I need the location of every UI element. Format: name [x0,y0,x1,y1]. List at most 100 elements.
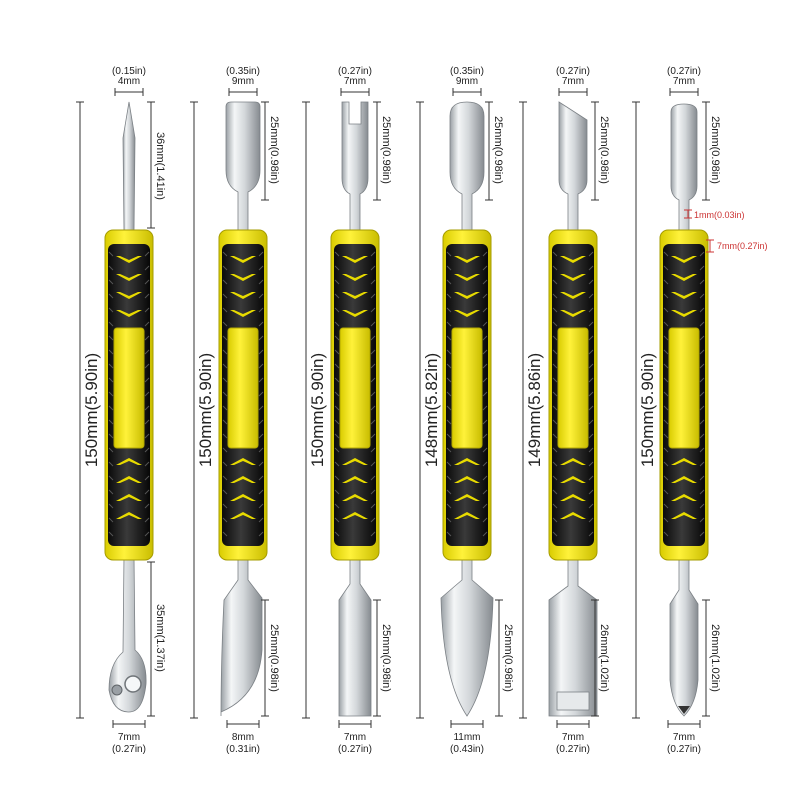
grip-ridge [370,447,376,453]
grip-ridge [699,405,705,411]
grip-ridge [334,489,340,495]
bottom-width-in-label: (0.31in) [226,744,260,755]
grip-chevron [116,476,142,483]
grip-ridge [588,335,594,341]
bottom-tip-flat [338,555,372,717]
grip-ridge [552,447,558,453]
grip-ridge [699,475,705,481]
grip-ridge [552,265,558,271]
grip-ridge [663,419,669,425]
grip-ridge [222,433,228,439]
top-length-label: 25mm(0.98in) [709,116,721,184]
grip-ridge [108,489,114,495]
grip-ridge [482,377,488,383]
grip-ridge [552,293,558,299]
grip-ridge [588,307,594,313]
top-width-in-label: (0.35in) [226,66,260,77]
grip-ridge [552,489,558,495]
grip-ridge [588,279,594,285]
grip-ridge [108,433,114,439]
grip-ridge [588,293,594,299]
grip-chevron [116,458,142,465]
grip-chevron [342,512,368,519]
grip-ridge [334,321,340,327]
grip-ridge [334,461,340,467]
grip-ridge [258,307,264,313]
grip-ridge [663,335,669,341]
grip-ridge [699,419,705,425]
grip-ridge [588,391,594,397]
grip-ridge [446,363,452,369]
grip-ridge [258,321,264,327]
grip-ridge [588,349,594,355]
grip-chevron [116,310,142,317]
grip-ridge [144,517,150,523]
grip-ridge [108,419,114,425]
grip-ridge [588,419,594,425]
grip-ridge [446,489,452,495]
grip-ridge [552,503,558,509]
grip-ridge [222,405,228,411]
bottom-length-label: 25mm(0.98in) [502,624,514,692]
grip-ridge [222,419,228,425]
grip-ridge [222,447,228,453]
grip-ridge [222,349,228,355]
grip-ridge [699,433,705,439]
grip-chevron [342,256,368,263]
grip-ridge [222,475,228,481]
grip-ridge [482,279,488,285]
grip-ridge [370,405,376,411]
handle-window [557,327,589,449]
grip-ridge [108,293,114,299]
grip-ridge [108,377,114,383]
grip-ridge [663,503,669,509]
grip-ridge [552,349,558,355]
grip-ridge [334,363,340,369]
grip-ridge [588,363,594,369]
grip-chevron [116,274,142,281]
grip-ridge [108,279,114,285]
top-width-in-label: (0.27in) [667,66,701,77]
grip-ridge [258,419,264,425]
grip-ridge [482,475,488,481]
grip-ridge [588,517,594,523]
bottom-width-mm-label: 7mm [118,732,140,743]
grip-ridge [446,293,452,299]
grip-chevron [342,274,368,281]
grip-ridge [699,265,705,271]
grip-ridge [663,531,669,537]
grip-chevron [454,292,480,299]
grip-chevron [342,458,368,465]
grip-ridge [588,461,594,467]
grip-ridge [446,419,452,425]
grip-ridge [699,279,705,285]
grip-ridge [144,335,150,341]
grip-ridge [663,475,669,481]
bottom-width-in-label: (0.27in) [112,744,146,755]
top-tip-round [449,101,485,233]
top-length-label: 25mm(0.98in) [380,116,392,184]
grip-ridge [446,335,452,341]
grip-ridge [258,503,264,509]
grip-ridge [446,377,452,383]
grip-ridge [258,391,264,397]
grip-ridge [699,377,705,383]
grip-ridge [258,363,264,369]
bottom-length-label: 26mm(1.02in) [598,624,610,692]
neck-width-label: 1mm(0.03in) [694,210,745,220]
grip-chevron [671,494,697,501]
bottom-length-label: 26mm(1.02in) [709,624,721,692]
total-length-label: 148mm(5.82in) [422,353,441,467]
grip-ridge [108,321,114,327]
grip-ridge [334,265,340,271]
grip-chevron [671,512,697,519]
grip-ridge [482,293,488,299]
handle-window [339,327,371,449]
bottom-width-in-label: (0.43in) [450,744,484,755]
grip-ridge [588,489,594,495]
grip-ridge [370,251,376,257]
grip-ridge [334,475,340,481]
bottom-width-in-label: (0.27in) [556,744,590,755]
grip-ridge [334,251,340,257]
